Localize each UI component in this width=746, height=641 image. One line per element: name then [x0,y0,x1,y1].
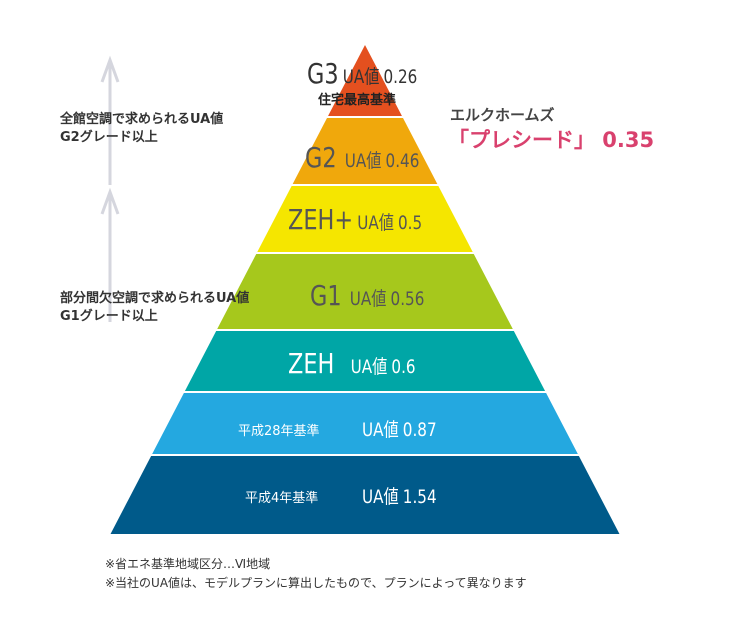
pyramid-layer-4 [184,331,546,391]
layer-h28-value: UA値 0.87 [362,419,437,441]
pyramid-layer-1 [292,118,438,184]
layer-zehplus-label: ZEH+ UA値 0.5 [288,203,423,236]
pyramid-layer-2 [257,186,473,252]
arrow-g1 [100,187,120,322]
g1-annotation-line2: G1グレード以上 [60,309,158,324]
footnote: ※省エネ基準地域区分…Ⅵ地域 [105,557,271,571]
layer-g2-label: G2 UA値 0.46 [305,141,420,174]
layer-g1-label: G1 UA値 0.56 [310,279,425,312]
layer-h4-value: UA値 1.54 [362,486,437,508]
pyramid-layer-3 [217,254,513,329]
arrow-g2 [100,55,120,185]
footnote: ※当社のUA値は、モデルプランに算出したもので、プランによって異なります [105,576,527,590]
company-name: エルクホームズ [450,106,555,124]
g1-annotation-line1: 部分間欠空調で求められるUA値 [60,291,250,306]
pyramid-layer-0 [328,45,402,116]
g2-annotation-line1: 全館空調で求められるUA値 [60,112,224,127]
layer-zeh-label: ZEH UA値 0.6 [288,347,416,380]
layer-g3-label: G3 UA値 0.26 [307,57,418,90]
pyramid-layer-5 [152,393,578,454]
layer-h28-label: 平成28年基準 [238,424,320,439]
layer-g3-sub: 住宅最高基準 [318,93,397,108]
pyramid-layer-6 [110,456,620,534]
g2-annotation-line2: G2グレード以上 [60,130,158,145]
product-ua-value: 「プレシード」 0.35 [448,128,655,152]
layer-h4-label: 平成4年基準 [245,491,319,506]
